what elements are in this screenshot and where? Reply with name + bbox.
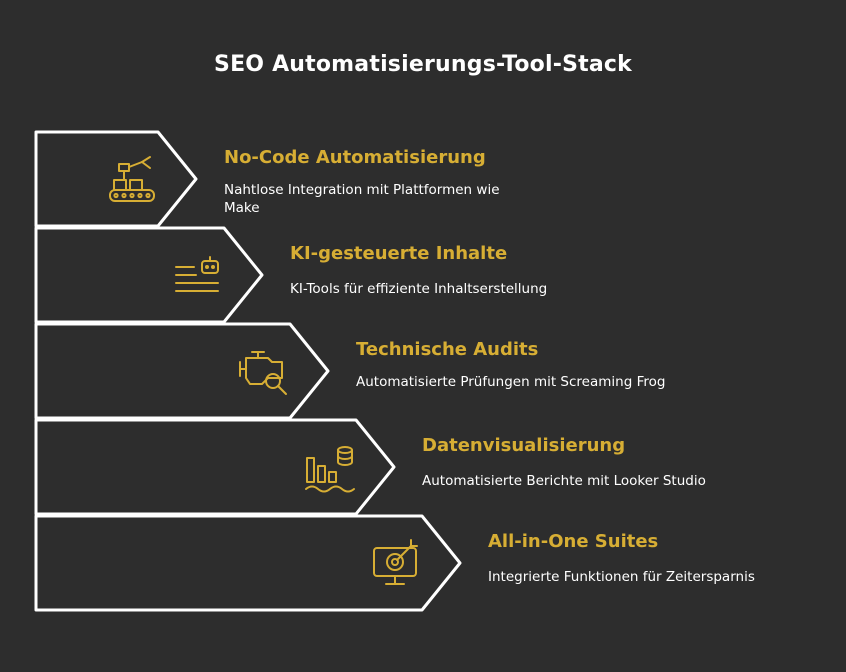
step-title-1: No-Code Automatisierung (224, 147, 486, 168)
monitor-target-icon (373, 539, 418, 585)
step-title-3: Technische Audits (356, 339, 539, 360)
step-title-5: All-in-One Suites (488, 531, 659, 552)
engine-inspect-icon (239, 351, 287, 395)
step-arrow-2 (34, 226, 264, 324)
robot-arm-conveyor-icon (109, 156, 155, 202)
step-description-3: Automatisierte Prüfungen mit Screaming F… (356, 374, 666, 390)
step-description-4: Automatisierte Berichte mit Looker Studi… (422, 473, 706, 489)
robot-text-icon (175, 256, 219, 292)
step-arrow-5 (34, 514, 462, 612)
bar-chart-database-icon (305, 446, 355, 493)
step-arrow-3 (34, 322, 330, 420)
step-title-4: Datenvisualisierung (422, 435, 626, 456)
step-title-2: KI-gesteuerte Inhalte (290, 243, 508, 264)
step-arrow-1 (34, 130, 198, 228)
page-title: SEO Automatisierungs-Tool-Stack (214, 52, 632, 77)
step-description-1: Nahtlose Integration mit Plattformen wie… (224, 182, 500, 216)
step-arrow-4 (34, 418, 396, 516)
step-description-5: Integrierte Funktionen für Zeitersparnis (488, 569, 755, 585)
step-description-2: KI-Tools für effiziente Inhaltserstellun… (290, 281, 548, 297)
